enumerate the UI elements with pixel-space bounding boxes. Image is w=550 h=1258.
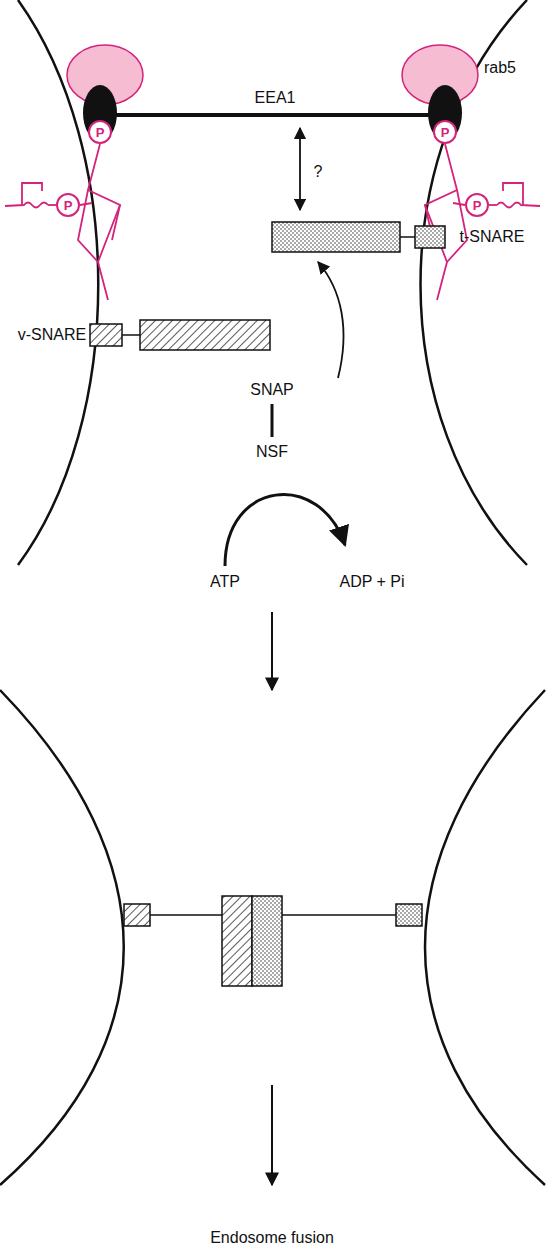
v-snare-domain — [140, 320, 270, 350]
down-arrow — [271, 612, 273, 690]
protein-name: NSF — [256, 443, 288, 461]
bond-line — [271, 404, 274, 437]
phosphate-circle: P — [433, 120, 457, 144]
phosphate-label: P — [441, 126, 450, 139]
protein-name: t-SNARE — [460, 228, 525, 246]
molecule-name: ADP + Pi — [339, 573, 404, 591]
v-snare-anchor — [90, 324, 122, 346]
down-arrow — [271, 1085, 273, 1185]
protein-name: SNAP — [250, 381, 294, 399]
t-snare-anchor — [396, 904, 422, 926]
question-mark: ? — [314, 163, 323, 181]
curved-arrow — [225, 495, 345, 566]
pi3p-lipid — [5, 144, 120, 300]
outcome-label: Endosome fusion — [210, 1229, 334, 1247]
t-snare-linker — [282, 914, 396, 916]
phosphate-label: P — [64, 199, 73, 212]
molecule-name: ATP — [210, 573, 240, 591]
t-snare-linker — [400, 236, 415, 238]
phosphate-circle: P — [88, 120, 112, 144]
pi3p-lipid — [425, 144, 540, 300]
eea1-bar — [110, 113, 435, 117]
v-snare-anchor — [124, 904, 150, 926]
phosphate-label: P — [473, 199, 482, 212]
membrane — [425, 690, 545, 1185]
double-arrow — [299, 128, 301, 210]
v-snare-linker — [122, 334, 140, 336]
phosphate-circle: P — [56, 193, 80, 217]
t-snare-anchor — [415, 226, 445, 248]
curved-arrow — [318, 262, 344, 378]
phosphate-label: P — [96, 126, 105, 139]
protein-name: v-SNARE — [18, 326, 86, 344]
membrane — [0, 690, 124, 1185]
protein-name: rab5 — [484, 59, 516, 77]
t-snare-domain — [252, 896, 282, 986]
phosphate-circle: P — [465, 193, 489, 217]
t-snare-domain — [272, 222, 400, 252]
v-snare-linker — [150, 914, 222, 916]
protein-name: EEA1 — [255, 89, 296, 107]
v-snare-domain — [222, 896, 252, 986]
